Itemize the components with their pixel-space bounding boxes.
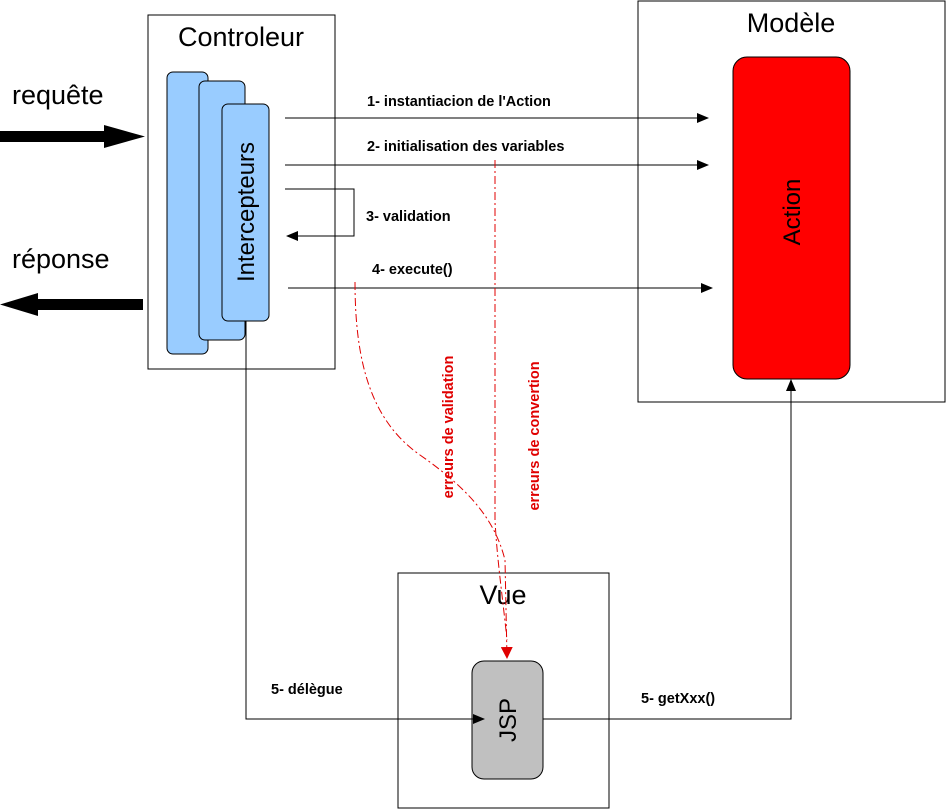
modele-box: Modèle Action xyxy=(637,0,946,403)
response-label: réponse xyxy=(12,244,110,274)
step-4-label: 4- execute() xyxy=(372,262,453,278)
conversion-error-label: erreurs de convertion xyxy=(527,361,543,510)
request-arrow: requête xyxy=(0,80,145,148)
step-3-connector: 3- validation xyxy=(285,188,451,241)
step-5-delegue-label: 5- délègue xyxy=(271,682,343,698)
step-3-label: 3- validation xyxy=(366,209,451,225)
step-2-label: 2- initialisation des variables xyxy=(367,139,564,155)
validation-error-flow: erreurs de validation xyxy=(354,281,513,659)
action-label: Action xyxy=(779,179,806,246)
step-1-label: 1- instantiacion de l'Action xyxy=(367,94,551,110)
jsp-block xyxy=(471,660,544,780)
jsp-label: JSP xyxy=(495,698,522,742)
step-5-getxxx-connector: 5- getXxx() xyxy=(543,379,796,720)
validation-error-label: erreurs de validation xyxy=(441,356,457,499)
modele-title: Modèle xyxy=(747,8,836,38)
request-label: requête xyxy=(12,80,104,110)
step-2-connector: 2- initialisation des variables xyxy=(285,139,709,170)
vue-title: Vue xyxy=(479,580,526,610)
step-1-connector: 1- instantiacion de l'Action xyxy=(285,94,709,123)
intercepteurs-label: Intercepteurs xyxy=(233,142,260,282)
conversion-error-flow: erreurs de convertion xyxy=(494,160,543,641)
step-5-getxxx-label: 5- getXxx() xyxy=(641,691,715,707)
controleur-title: Controleur xyxy=(178,22,304,52)
step-4-connector: 4- execute() xyxy=(288,262,713,293)
response-arrow: réponse xyxy=(0,244,143,316)
step-5-delegue-connector: 5- délègue xyxy=(245,321,485,724)
controleur-box: Controleur Intercepteurs xyxy=(147,14,336,370)
